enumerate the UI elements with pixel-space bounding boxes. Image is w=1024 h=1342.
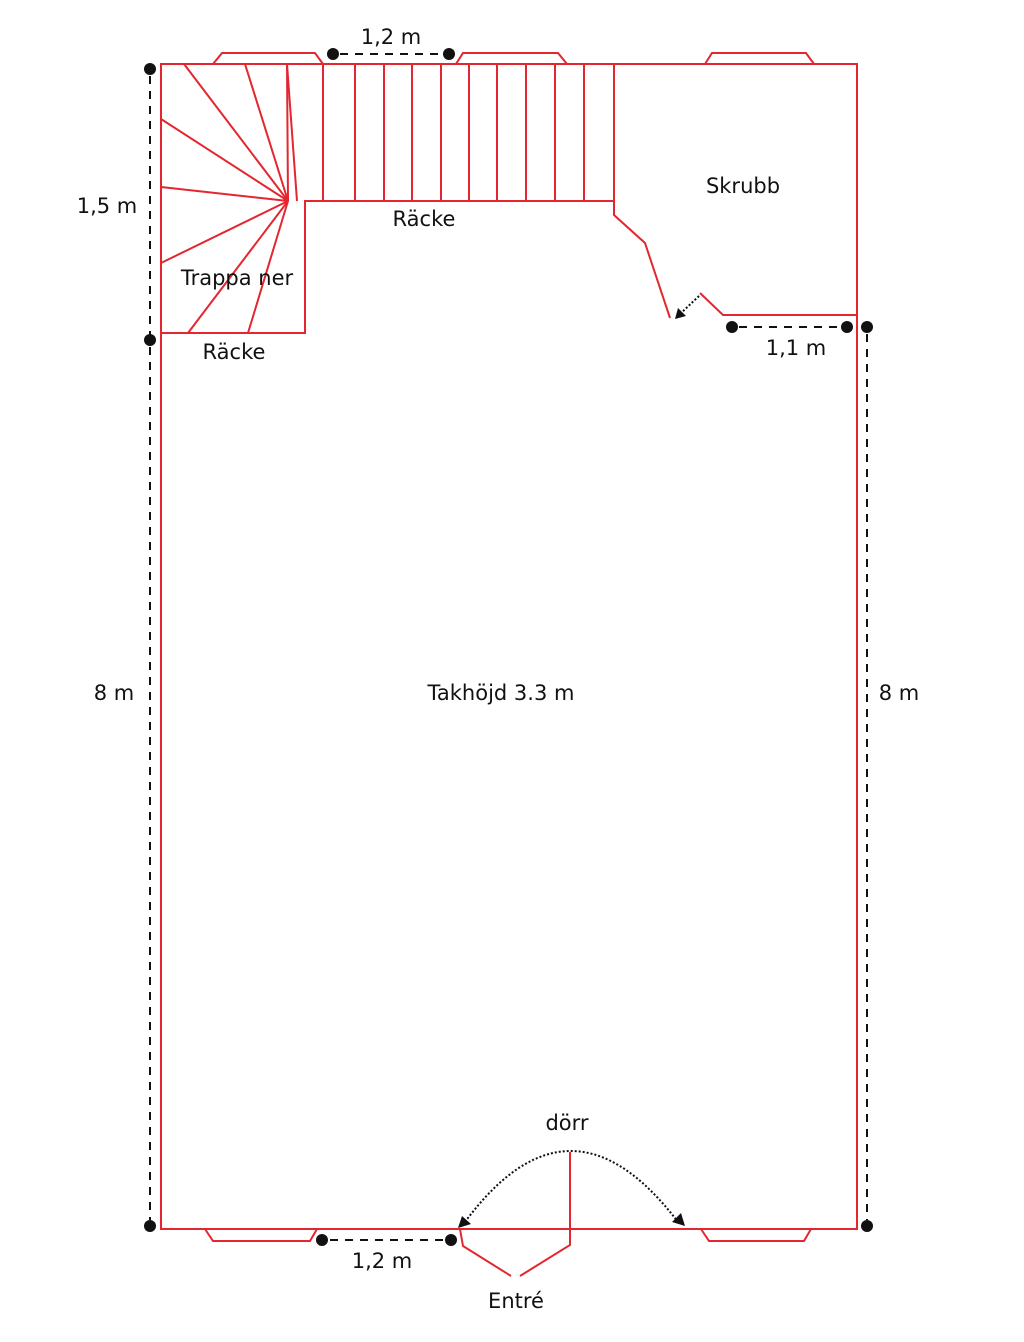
dimension-lines	[144, 48, 873, 1246]
arrow-icon	[458, 1216, 471, 1228]
closet-label: Skrubb	[706, 174, 780, 198]
railing-top-label: Räcke	[393, 207, 456, 231]
closet-door-swing	[679, 295, 700, 315]
stair-height-label: 1,5 m	[77, 194, 138, 218]
closet-wall-left	[613, 201, 671, 319]
arrow-icon	[675, 308, 686, 319]
closet-width-label: 1,1 m	[766, 336, 827, 360]
entrance-door-right	[519, 1152, 571, 1277]
door-swing-arc	[464, 1150, 679, 1223]
window-top-3	[704, 52, 815, 65]
ceiling-height-label: Takhöjd 3.3 m	[427, 681, 575, 705]
staircase	[160, 63, 615, 334]
outer-walls	[160, 63, 858, 1230]
right-length-label: 8 m	[879, 681, 920, 705]
window-bottom-2	[700, 1228, 812, 1242]
window-top-1	[212, 52, 324, 65]
top-width-label: 1,2 m	[361, 25, 422, 49]
door-label: dörr	[545, 1111, 588, 1135]
railing-left-label: Räcke	[203, 340, 266, 364]
entrance-label: Entré	[488, 1289, 544, 1313]
entrance-door-left	[459, 1228, 512, 1277]
stairs-down-label: Trappa ner	[180, 266, 294, 290]
bottom-width-label: 1,2 m	[352, 1249, 413, 1273]
window-bottom-1	[204, 1228, 318, 1242]
closet-wall-bottom	[699, 292, 857, 316]
left-length-label: 8 m	[94, 681, 135, 705]
window-top-2	[455, 52, 568, 65]
arrow-icon	[672, 1213, 685, 1226]
